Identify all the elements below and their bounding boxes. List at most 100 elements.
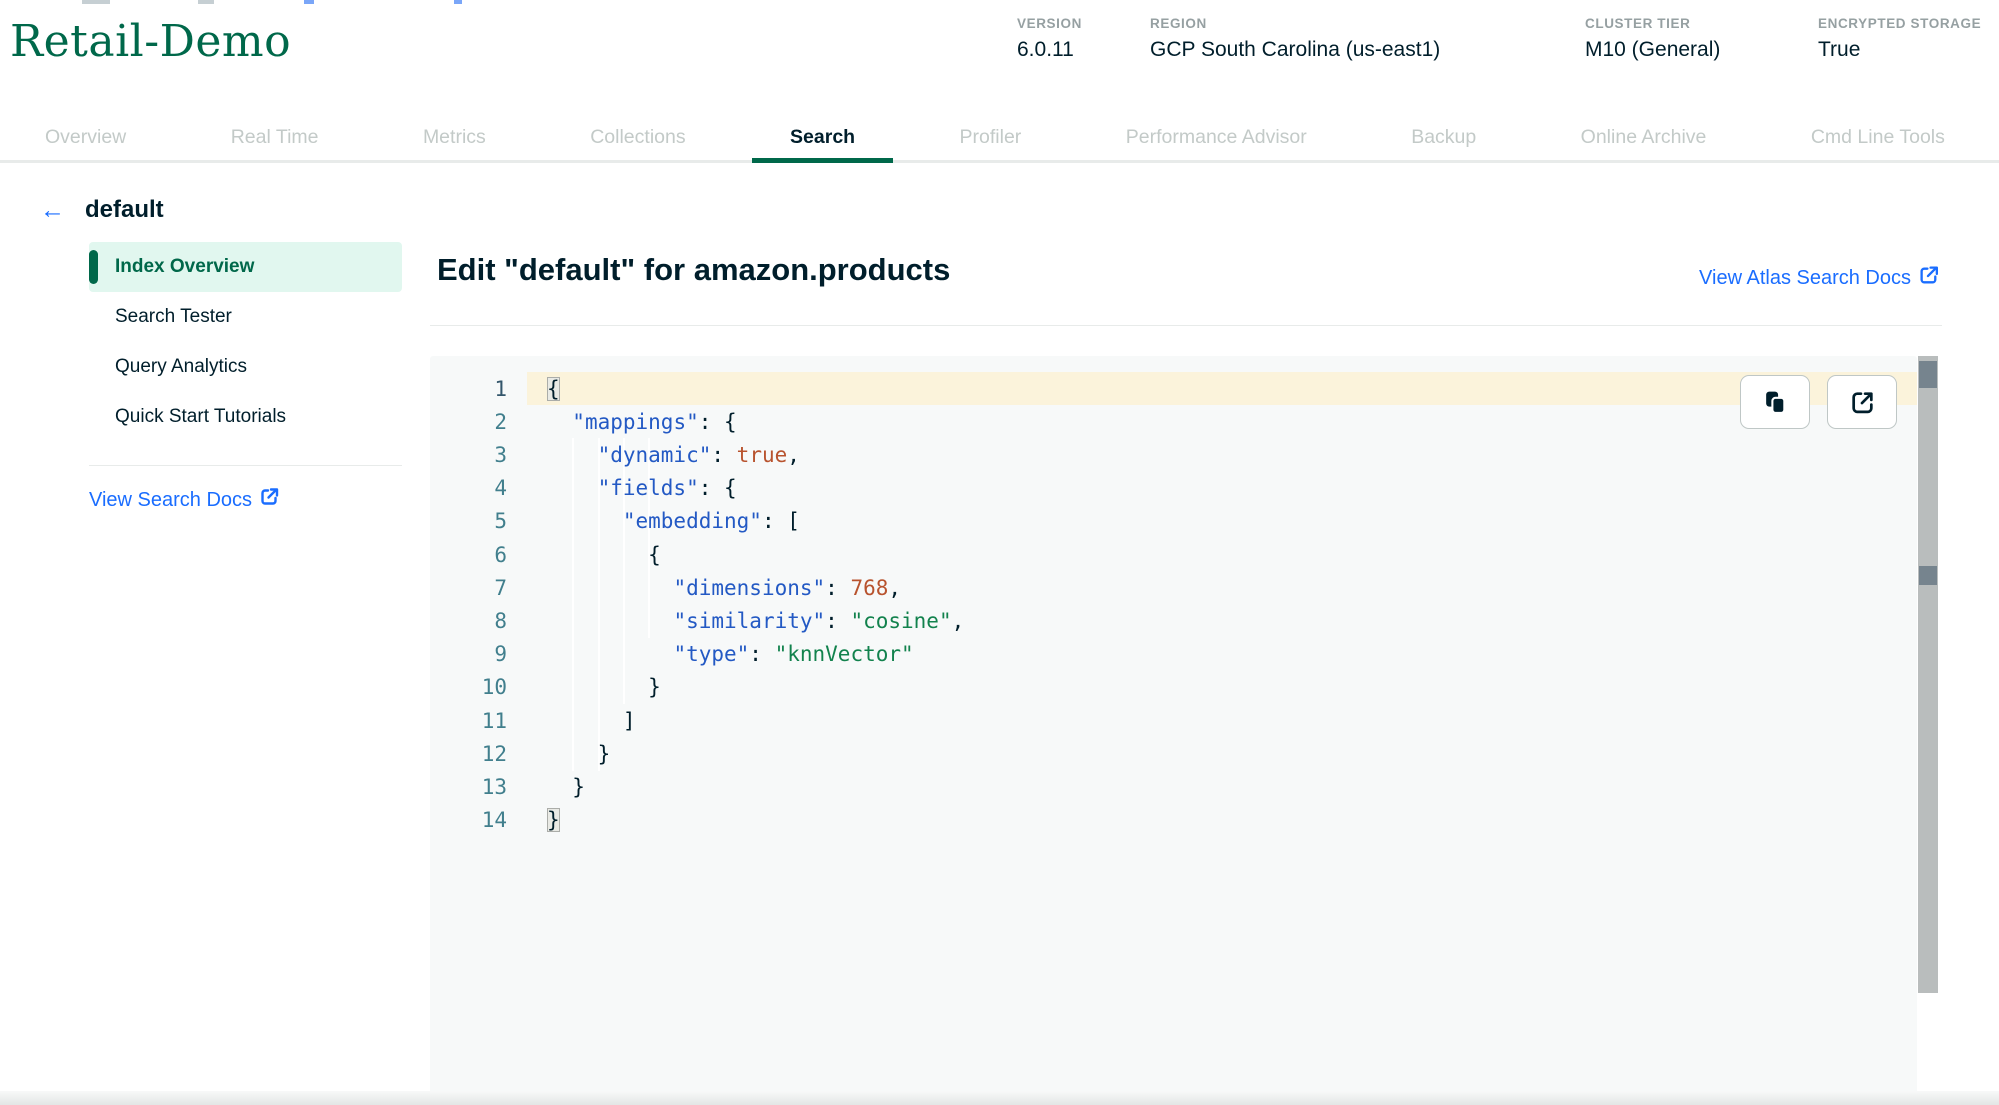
code-token: : {	[698, 476, 737, 501]
sidebar-item-quick-start-tutorials[interactable]: Quick Start Tutorials	[89, 392, 402, 442]
page-bottom-edge	[0, 1091, 1999, 1105]
code-line-5[interactable]: "embedding": [	[547, 505, 800, 538]
code-token	[547, 609, 673, 633]
export-button[interactable]	[1827, 375, 1897, 429]
code-token: "dynamic"	[597, 442, 712, 467]
code-token: ,	[787, 442, 800, 467]
tab-real-time[interactable]: Real Time	[230, 126, 319, 148]
stat-label: VERSION	[1017, 16, 1082, 31]
code-line-3[interactable]: "dynamic": true,	[547, 438, 800, 471]
index-name-title: default	[85, 196, 164, 223]
line-number: 7	[494, 575, 507, 600]
line-number: 1	[494, 376, 507, 401]
code-line-6[interactable]: {	[547, 538, 661, 571]
line-number: 4	[494, 476, 507, 501]
tab-metrics[interactable]: Metrics	[422, 126, 486, 148]
code-token	[547, 576, 673, 600]
view-search-docs-link[interactable]: View Search Docs	[89, 487, 280, 513]
sidebar-item-label: Search Tester	[115, 306, 232, 327]
stat-region: REGION GCP South Carolina (us-east1)	[1150, 16, 1585, 62]
line-number: 9	[494, 642, 507, 667]
code-token	[547, 509, 623, 533]
code-line-1[interactable]: {	[547, 372, 560, 405]
export-icon	[1849, 389, 1876, 416]
clipped-breadcrumb-fragment	[82, 0, 110, 4]
code-token: ]	[547, 708, 636, 733]
code-line-4[interactable]: "fields": {	[547, 472, 737, 505]
code-token: 768	[850, 575, 889, 600]
stat-encrypted-storage: ENCRYPTED STORAGE True	[1818, 16, 1981, 62]
page-title: Edit "default" for amazon.products	[437, 252, 951, 287]
copy-icon	[1762, 389, 1789, 416]
cluster-tab-bar: Overview Real Time Metrics Collections Searc…	[0, 112, 1999, 163]
code-token: "similarity"	[673, 608, 826, 633]
editor-scrollbar-mark	[1919, 566, 1937, 585]
line-number: 5	[494, 509, 507, 534]
code-line-13[interactable]: }	[547, 770, 585, 803]
tab-overview[interactable]: Overview	[45, 126, 127, 148]
sidebar-item-label: Quick Start Tutorials	[115, 406, 287, 427]
editor-scrollbar-thumb[interactable]	[1919, 361, 1937, 388]
code-token: }	[547, 774, 585, 799]
code-token: ,	[888, 575, 902, 600]
code-token: "dimensions"	[673, 575, 826, 600]
stat-label: ENCRYPTED STORAGE	[1818, 16, 1982, 31]
line-number: 11	[481, 708, 507, 733]
code-token: "type"	[673, 642, 750, 667]
code-line-11[interactable]: ]	[547, 704, 636, 737]
editor-scrollbar-track[interactable]	[1918, 356, 1938, 993]
tab-backup[interactable]: Backup	[1411, 126, 1477, 148]
stat-label: REGION	[1150, 16, 1207, 31]
tab-search[interactable]: Search	[752, 126, 894, 163]
tab-online-archive[interactable]: Online Archive	[1580, 126, 1707, 148]
code-token: {	[547, 376, 560, 401]
stat-value: GCP South Carolina (us-east1)	[1150, 38, 1441, 61]
stat-label: CLUSTER TIER	[1585, 16, 1691, 31]
sidebar-item-search-tester[interactable]: Search Tester	[89, 292, 402, 342]
view-atlas-search-docs-link[interactable]: View Atlas Search Docs	[1699, 265, 1940, 292]
back-arrow-icon[interactable]: ←	[40, 196, 65, 224]
code-line-10[interactable]: }	[547, 671, 661, 704]
code-token	[547, 410, 572, 434]
code-token: }	[547, 741, 611, 766]
line-number: 3	[494, 442, 507, 467]
tab-cmd-line-tools[interactable]: Cmd Line Tools	[1810, 126, 1945, 148]
code-line-14[interactable]: }	[547, 804, 560, 837]
tab-profiler[interactable]: Profiler	[959, 126, 1022, 148]
code-token: ,	[951, 608, 965, 633]
external-link-icon	[260, 487, 280, 513]
line-number: 6	[494, 542, 507, 567]
external-link-icon	[1919, 265, 1940, 292]
code-token: :	[825, 575, 851, 600]
code-token: true	[736, 442, 788, 467]
active-line-highlight	[527, 372, 1917, 405]
code-line-7[interactable]: "dimensions": 768,	[547, 571, 901, 604]
tab-performance-advisor[interactable]: Performance Advisor	[1125, 126, 1307, 148]
stat-value: True	[1818, 38, 1861, 61]
code-line-9[interactable]: "type": "knnVector"	[547, 638, 913, 671]
code-line-12[interactable]: }	[547, 737, 611, 770]
clipped-breadcrumb-fragment	[198, 0, 214, 4]
indent-guide	[648, 438, 650, 638]
line-number: 10	[481, 675, 507, 700]
sidebar-item-query-analytics[interactable]: Query Analytics	[89, 342, 402, 392]
copy-button[interactable]	[1740, 375, 1810, 429]
view-search-docs-label: View Search Docs	[89, 488, 253, 511]
code-token	[547, 642, 673, 666]
heading-divider	[430, 325, 1942, 326]
code-token: "mappings"	[572, 409, 699, 434]
code-token: "fields"	[597, 476, 699, 501]
line-number: 14	[481, 808, 507, 833]
code-token	[547, 443, 598, 467]
code-line-2[interactable]: "mappings": {	[547, 405, 736, 438]
code-line-8[interactable]: "similarity": "cosine",	[547, 604, 964, 637]
indent-guide	[598, 438, 600, 771]
tab-collections[interactable]: Collections	[590, 126, 686, 148]
code-token: {	[547, 542, 661, 567]
view-atlas-search-docs-label: View Atlas Search Docs	[1699, 267, 1911, 289]
clipped-breadcrumb-fragment	[304, 0, 314, 4]
sidebar-item-index-overview[interactable]: Index Overview	[89, 242, 402, 292]
